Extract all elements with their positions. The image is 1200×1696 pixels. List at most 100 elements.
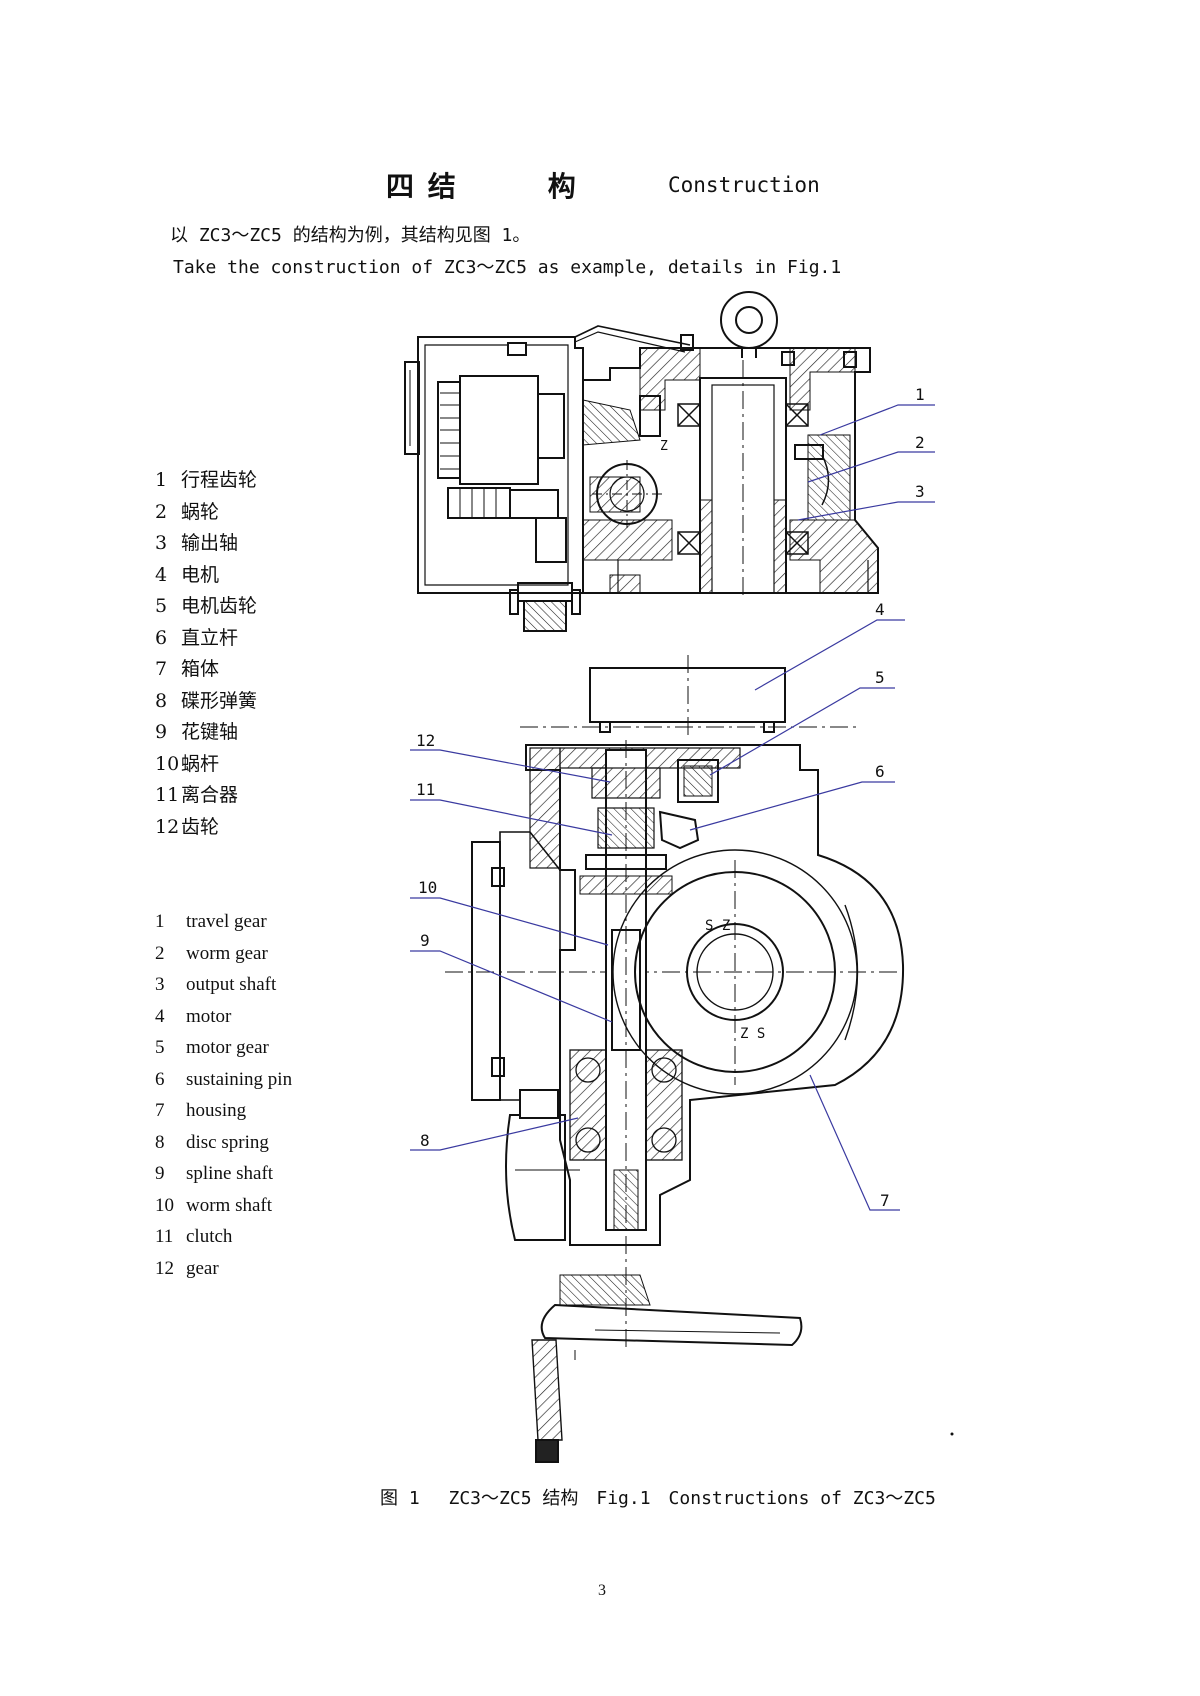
callout-8: 8 xyxy=(420,1131,430,1150)
legend-cn-item: 10蜗杆 xyxy=(155,749,257,781)
legend-cn-item: 6 直立杆 xyxy=(155,623,257,655)
legend-cn-item-label: 蜗杆 xyxy=(181,752,220,775)
legend-cn-item-number: 12 xyxy=(155,815,180,838)
legend-cn-item-number: 1 xyxy=(155,469,168,491)
legend-cn-item-number: 8 xyxy=(155,689,168,712)
callouts xyxy=(410,404,935,1211)
gear-12 xyxy=(591,767,661,799)
legend-en-item-label: disc spring xyxy=(186,1131,269,1153)
legend-en-item-label: clutch xyxy=(186,1226,233,1247)
legend-en-item-label: worm gear xyxy=(186,942,268,964)
handwheel-bottom xyxy=(540,1303,803,1347)
housing-outline xyxy=(525,744,905,1246)
legend-en: 1 travel gear 2 worm gear 3 output shaft 4 moto… xyxy=(155,906,292,1284)
page-title-en: Construction xyxy=(668,173,820,197)
sustaining-pin-6 xyxy=(658,810,700,850)
motor-gear-5 xyxy=(677,759,719,803)
side-handwheel xyxy=(505,1114,566,1241)
legend-en-item-number: 4 xyxy=(155,1005,165,1027)
legend-cn-item-label: 直立杆 xyxy=(181,626,239,649)
top-view: Z xyxy=(404,291,879,632)
svg-text:S Z: S Z xyxy=(705,918,730,934)
legend-en-item-number: 6 xyxy=(155,1068,165,1090)
callout-6: 6 xyxy=(875,762,885,781)
legend-cn-item-label: 行程齿轮 xyxy=(181,469,258,491)
clutch-11 xyxy=(597,807,655,849)
callout-12: 12 xyxy=(416,731,435,750)
legend-cn-item-label: 箱体 xyxy=(181,658,220,680)
page-number: 3 xyxy=(598,1582,606,1599)
legend-en-item-number: 9 xyxy=(155,1163,165,1184)
legend-cn-item-number: 11 xyxy=(155,784,180,806)
legend-en-item-number: 7 xyxy=(155,1100,165,1121)
callout-2: 2 xyxy=(915,433,925,452)
legend-cn-item: 8 碟形弹簧 xyxy=(155,686,257,718)
legend-en-item-label: travel gear xyxy=(186,911,267,932)
legend-cn-item: 4 电机 xyxy=(155,560,257,592)
bottom-view: S Z Z S xyxy=(445,655,905,1463)
side-plate xyxy=(471,841,501,1101)
legend-en-item: 8 disc spring xyxy=(155,1127,292,1159)
callout-3: 3 xyxy=(915,482,925,501)
legend-en-item: 4 motor xyxy=(155,1001,292,1033)
legend-en-item-label: gear xyxy=(186,1257,219,1279)
legend-cn-item: 9 花键轴 xyxy=(155,717,257,749)
terminal-row xyxy=(447,487,511,519)
legend-en-item-number: 10 xyxy=(155,1194,174,1216)
legend-en-item-number: 1 xyxy=(155,911,165,932)
legend-cn-item-label: 齿轮 xyxy=(181,815,220,838)
intro-en: Take the construction of ZC3～ZC5 as exam… xyxy=(173,257,842,278)
legend-en-item-label: sustaining pin xyxy=(186,1068,293,1090)
legend-cn-item: 12齿轮 xyxy=(155,812,257,844)
callout-numbers: 1 2 3 4 5 6 7 8 9 10 11 12 xyxy=(416,385,925,1210)
left-cover-knob xyxy=(404,361,420,455)
callout-11: 11 xyxy=(416,780,435,799)
legend-en-item-label: output shaft xyxy=(186,974,277,995)
hand-crank xyxy=(531,1339,563,1441)
legend-en-item-number: 12 xyxy=(155,1257,174,1279)
callout-5: 5 xyxy=(875,668,885,687)
legend-en-item: 1 travel gear xyxy=(155,906,292,938)
legend-cn-item-number: 6 xyxy=(155,626,168,649)
disc-springs xyxy=(569,1049,683,1161)
legend-cn-item-label: 离合器 xyxy=(181,784,239,806)
legend-en-item-number: 2 xyxy=(155,942,165,964)
lifting-eye xyxy=(720,291,778,349)
legend-en-item: 2 worm gear xyxy=(155,938,292,970)
legend-cn-item-label: 电机齿轮 xyxy=(181,595,258,617)
legend-cn-item-number: 3 xyxy=(155,532,168,554)
legend-cn-item-number: 4 xyxy=(155,563,168,586)
legend-en-item-label: motor xyxy=(186,1005,232,1027)
motor xyxy=(589,667,786,723)
callout-7: 7 xyxy=(880,1191,890,1210)
legend-cn-item: 1 行程齿轮 xyxy=(155,465,257,497)
callout-9: 9 xyxy=(420,931,430,950)
legend-cn-item-label: 蜗轮 xyxy=(181,500,220,523)
legend-cn-item-label: 花键轴 xyxy=(181,721,239,743)
legend-cn-item-label: 碟形弹簧 xyxy=(181,689,258,712)
legend-en-item-number: 8 xyxy=(155,1131,165,1153)
legend-en-item-number: 3 xyxy=(155,974,165,995)
legend-en-item: 6 sustaining pin xyxy=(155,1064,292,1096)
legend-cn-item-label: 电机 xyxy=(181,563,220,586)
legend-en-item: 3 output shaft xyxy=(155,969,292,1001)
stray-dot xyxy=(950,1432,954,1436)
legend-en-item-number: 11 xyxy=(155,1226,174,1247)
legend-en-item-label: motor gear xyxy=(186,1037,269,1058)
svg-text:Z: Z xyxy=(660,439,668,454)
legend-en-item: 12 gear xyxy=(155,1253,292,1285)
callout-4: 4 xyxy=(875,600,885,619)
legend-cn-item: 11离合器 xyxy=(155,780,257,812)
callout-1: 1 xyxy=(915,385,925,404)
legend-cn-item-number: 9 xyxy=(155,721,168,743)
legend-en-item: 11 clutch xyxy=(155,1221,292,1253)
